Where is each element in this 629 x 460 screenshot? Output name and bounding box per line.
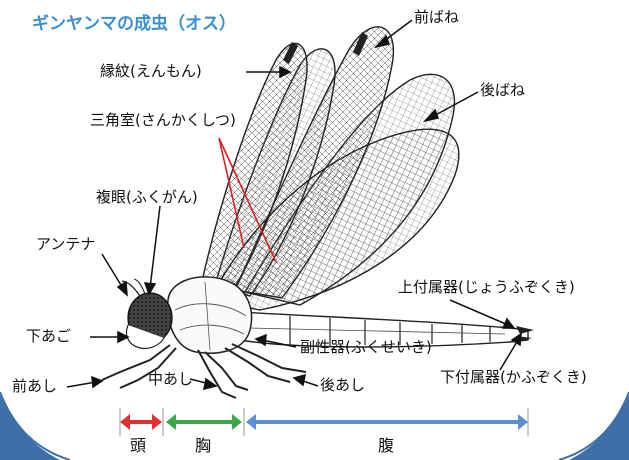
segment-thorax: 胸 bbox=[195, 438, 211, 454]
label-midleg: 中あし bbox=[148, 372, 193, 387]
label-mandible: 下あご bbox=[26, 329, 71, 344]
label-hindwing: 後ばね bbox=[480, 83, 525, 98]
label-foreleg: 前あし bbox=[12, 379, 57, 394]
wings bbox=[200, 27, 459, 310]
label-forewing: 前ばね bbox=[414, 10, 459, 25]
label-antenna: アンテナ bbox=[36, 237, 95, 252]
label-compound-eye: 複眼(ふくがん) bbox=[96, 190, 198, 205]
background-arc-left bbox=[0, 395, 60, 460]
label-triangle: 三角室(さんかくしつ) bbox=[90, 113, 236, 128]
label-accessory-genitalia: 副性器(ふくせいき) bbox=[300, 340, 432, 355]
segment-head: 頭 bbox=[130, 438, 146, 454]
segment-abdomen: 腹 bbox=[378, 438, 394, 454]
segment-arrows bbox=[120, 408, 528, 436]
label-pterostigma: 縁紋(えんもん) bbox=[100, 64, 202, 79]
label-lower-appendage: 下付属器(かふぞくき) bbox=[440, 370, 587, 385]
background-arc-right bbox=[569, 395, 629, 460]
thorax-body bbox=[168, 277, 252, 353]
label-upper-appendage: 上付属器(じょうふぞくき) bbox=[398, 280, 575, 295]
diagram-title: ギンヤンマの成虫（オス） bbox=[32, 9, 236, 34]
label-hindleg: 後あし bbox=[320, 378, 365, 393]
